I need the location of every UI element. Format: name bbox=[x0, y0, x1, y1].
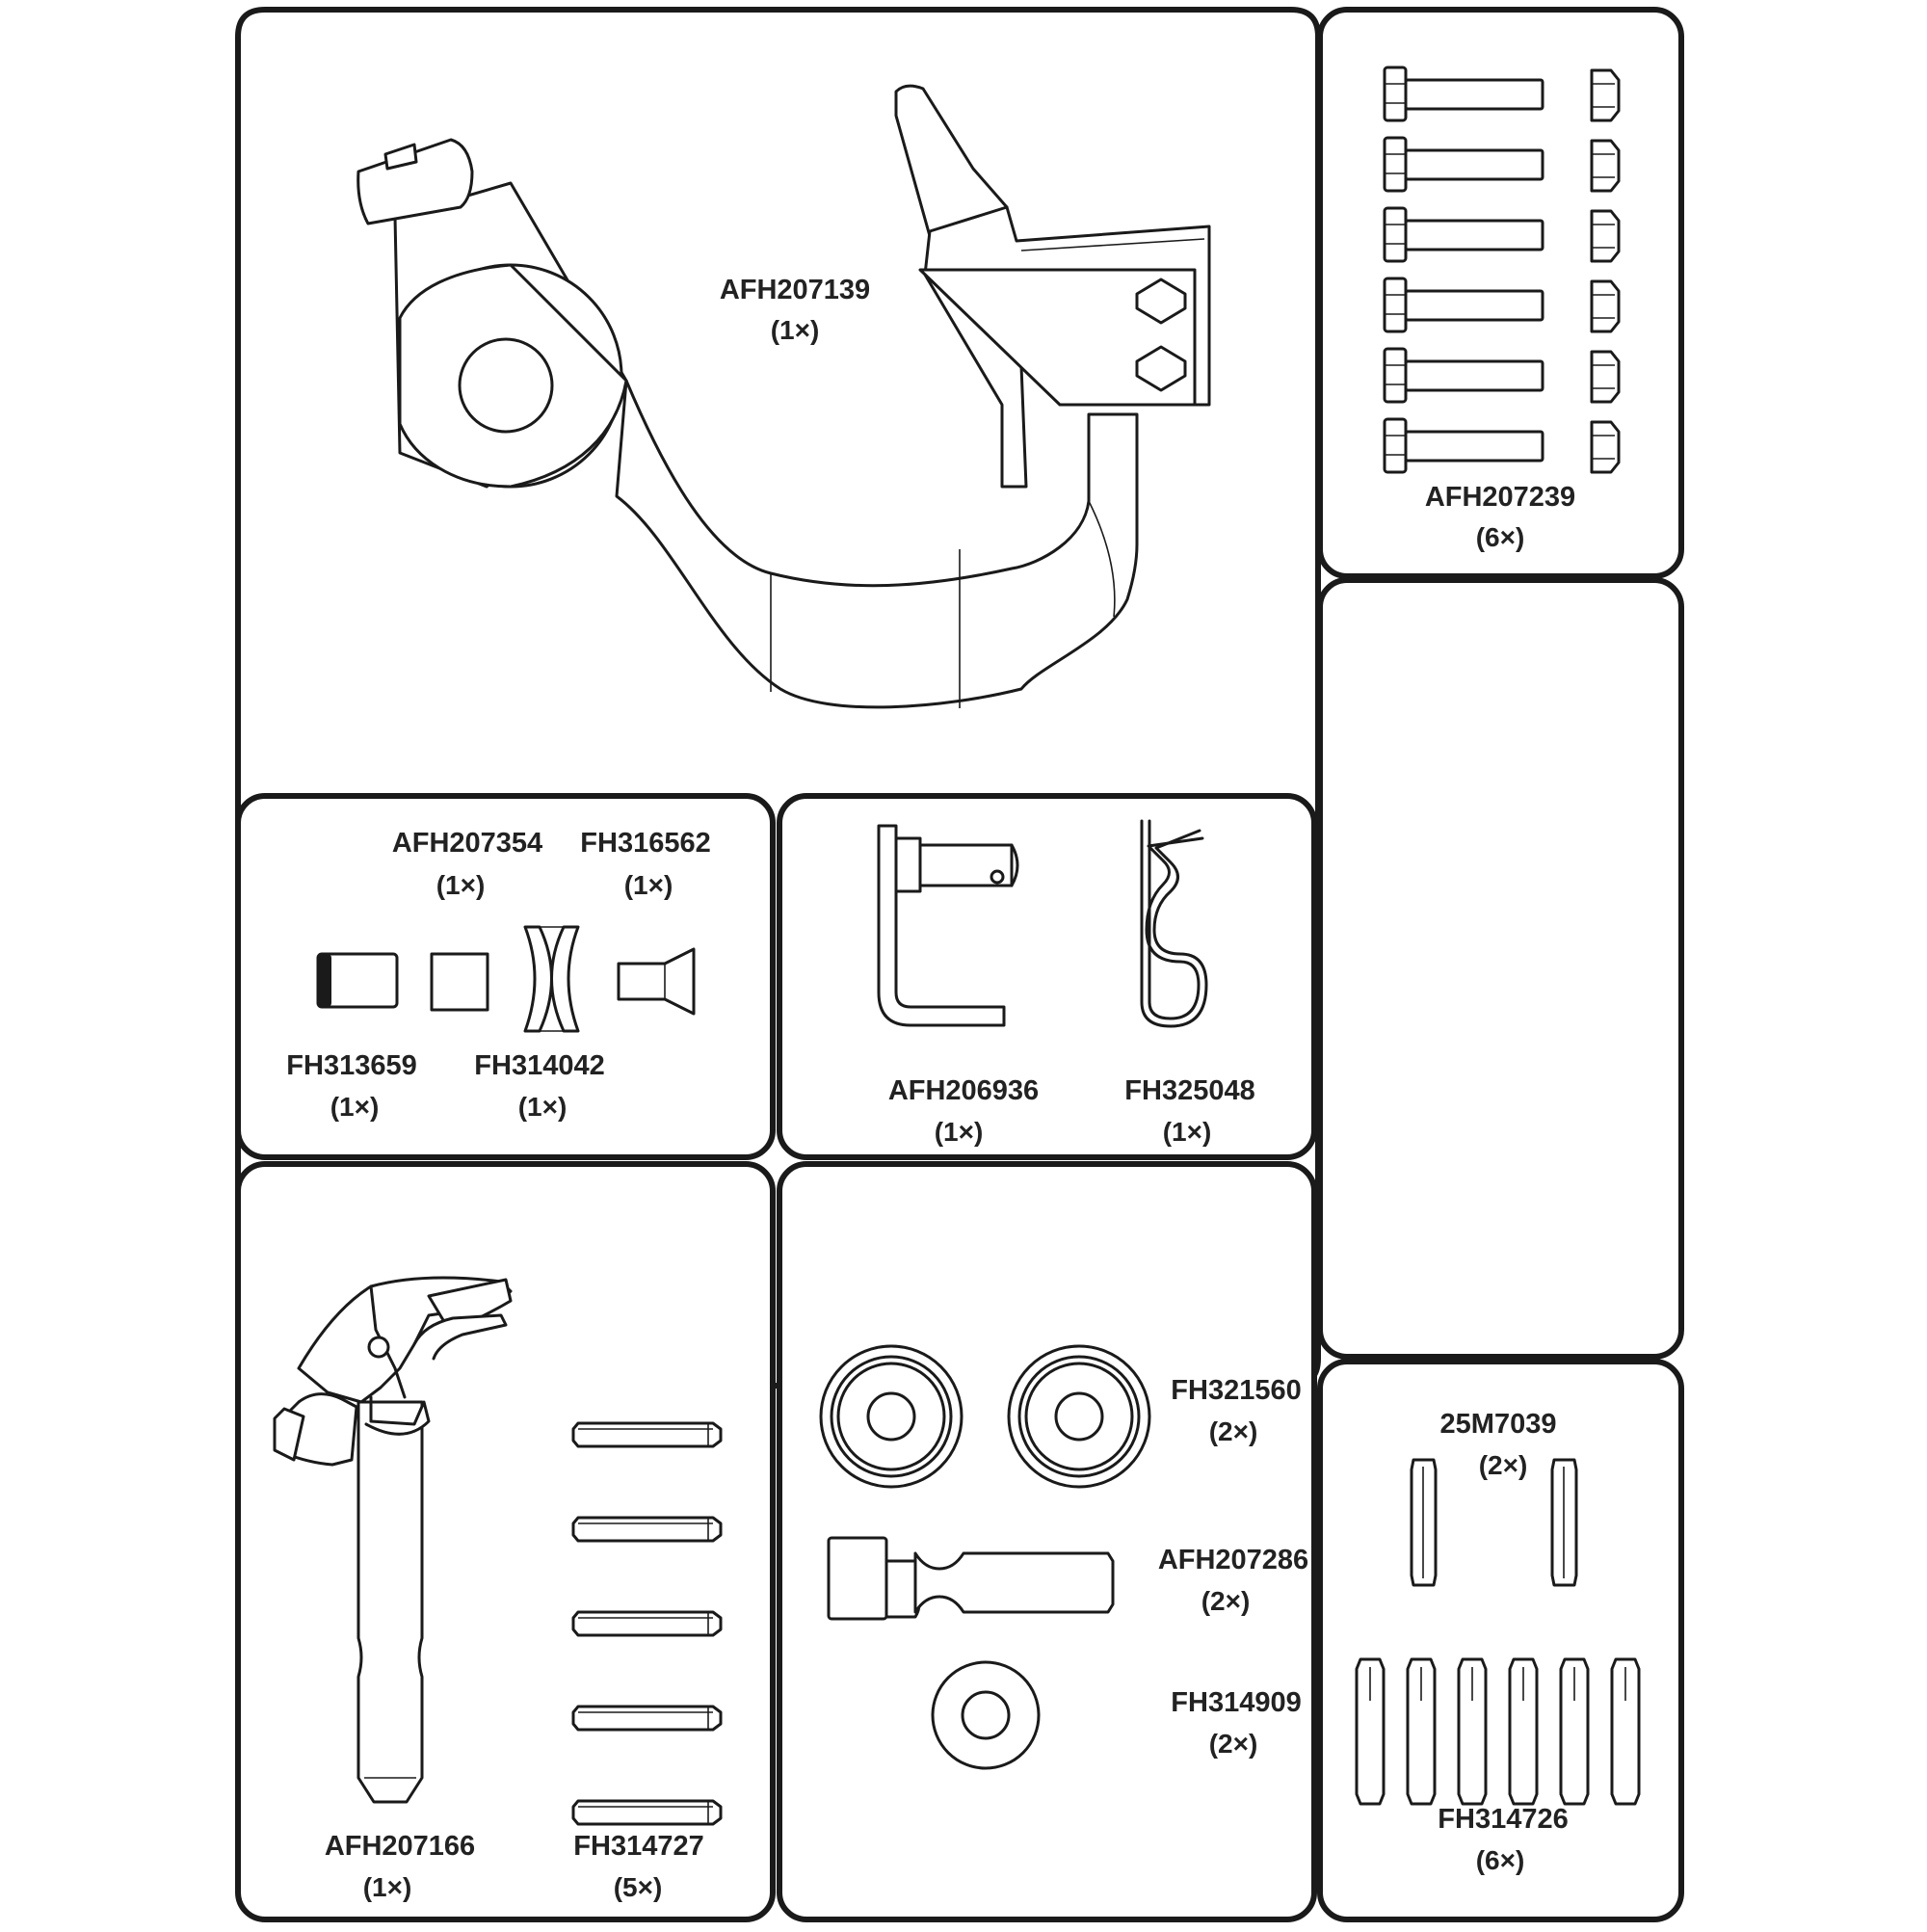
countersunk-screw-fh316562 bbox=[617, 947, 696, 1016]
part-qty-fh313659: (1×) bbox=[330, 1092, 380, 1122]
part-code-fh325048: FH325048 bbox=[1124, 1075, 1254, 1106]
roll-pin bbox=[1508, 1657, 1539, 1806]
panel-roll-pins bbox=[1317, 1359, 1684, 1922]
panel-empty bbox=[1317, 577, 1684, 1360]
hex-bolt-set bbox=[1383, 66, 1621, 474]
part-qty-afh207139: (1×) bbox=[771, 315, 820, 345]
roll-pin bbox=[1457, 1657, 1488, 1806]
bushing-fh313659 bbox=[316, 952, 399, 1009]
roll-pin bbox=[1355, 1657, 1386, 1806]
part-code-fh314727: FH314727 bbox=[573, 1831, 703, 1862]
dowel-pin bbox=[571, 1705, 723, 1732]
handle-latch-afh207166 bbox=[273, 1276, 513, 1804]
part-qty-fh314909: (2×) bbox=[1209, 1729, 1258, 1759]
hitch-arm-drawing bbox=[356, 84, 1211, 709]
part-qty-fh316562: (1×) bbox=[624, 870, 673, 900]
dowel-pin bbox=[571, 1421, 723, 1448]
hex-bolt-and-nut bbox=[1383, 206, 1621, 263]
part-code-25m7039: 25M7039 bbox=[1440, 1409, 1557, 1440]
hairpin-clip-fh325048 bbox=[1140, 819, 1208, 1028]
part-code-fh321560: FH321560 bbox=[1171, 1375, 1301, 1406]
roll-pin bbox=[1610, 1657, 1641, 1806]
dowel-pins-fh314727 bbox=[571, 1421, 723, 1826]
part-qty-afh207354: (1×) bbox=[436, 870, 486, 900]
bushing-fh321560-b bbox=[1007, 1344, 1151, 1489]
part-code-fh314042: FH314042 bbox=[474, 1050, 604, 1081]
part-qty-fh314042: (1×) bbox=[518, 1092, 568, 1122]
panel-small-parts bbox=[235, 793, 776, 1160]
part-qty-afh206936: (1×) bbox=[935, 1117, 984, 1147]
washer-fh314909 bbox=[931, 1660, 1041, 1770]
part-qty-fh314726: (6×) bbox=[1476, 1845, 1525, 1875]
roll-pin-25m7039-a bbox=[1410, 1458, 1438, 1587]
part-code-afh206936: AFH206936 bbox=[888, 1075, 1039, 1106]
part-code-fh316562: FH316562 bbox=[580, 828, 710, 859]
part-qty-25m7039: (2×) bbox=[1479, 1450, 1528, 1480]
hex-bolt-and-nut bbox=[1383, 277, 1621, 333]
dowel-pin bbox=[571, 1610, 723, 1637]
dowel-pin bbox=[571, 1799, 723, 1826]
part-qty-fh325048: (1×) bbox=[1163, 1117, 1212, 1147]
part-code-afh207354: AFH207354 bbox=[392, 828, 542, 859]
l-pin-afh206936 bbox=[877, 824, 1019, 1027]
roll-pin bbox=[1559, 1657, 1590, 1806]
part-qty-fh321560: (2×) bbox=[1209, 1416, 1258, 1446]
roller-fh314042 bbox=[523, 925, 580, 1033]
spacer-afh207354 bbox=[430, 952, 489, 1012]
part-code-afh207286: AFH207286 bbox=[1158, 1545, 1308, 1575]
dowel-pin bbox=[571, 1516, 723, 1543]
part-code-fh313659: FH313659 bbox=[286, 1050, 416, 1081]
part-code-afh207166: AFH207166 bbox=[325, 1831, 475, 1862]
roll-pin bbox=[1406, 1657, 1437, 1806]
part-qty-afh207239: (6×) bbox=[1476, 522, 1525, 552]
shoulder-bolt-afh207286 bbox=[827, 1536, 1115, 1621]
part-code-fh314909: FH314909 bbox=[1171, 1687, 1301, 1718]
hex-bolt-and-nut bbox=[1383, 347, 1621, 404]
hex-bolt-and-nut bbox=[1383, 136, 1621, 193]
hex-bolt-and-nut bbox=[1383, 66, 1621, 122]
part-qty-afh207286: (2×) bbox=[1201, 1586, 1251, 1616]
roll-pins-fh314726 bbox=[1355, 1657, 1641, 1806]
part-qty-afh207166: (1×) bbox=[363, 1872, 412, 1902]
roll-pin-25m7039-b bbox=[1550, 1458, 1578, 1587]
part-qty-fh314727: (5×) bbox=[614, 1872, 663, 1902]
hex-bolt-and-nut bbox=[1383, 417, 1621, 474]
part-code-afh207139: AFH207139 bbox=[720, 275, 870, 305]
bushing-fh321560-a bbox=[819, 1344, 964, 1489]
part-code-fh314726: FH314726 bbox=[1438, 1804, 1568, 1835]
part-code-afh207239: AFH207239 bbox=[1425, 482, 1575, 513]
